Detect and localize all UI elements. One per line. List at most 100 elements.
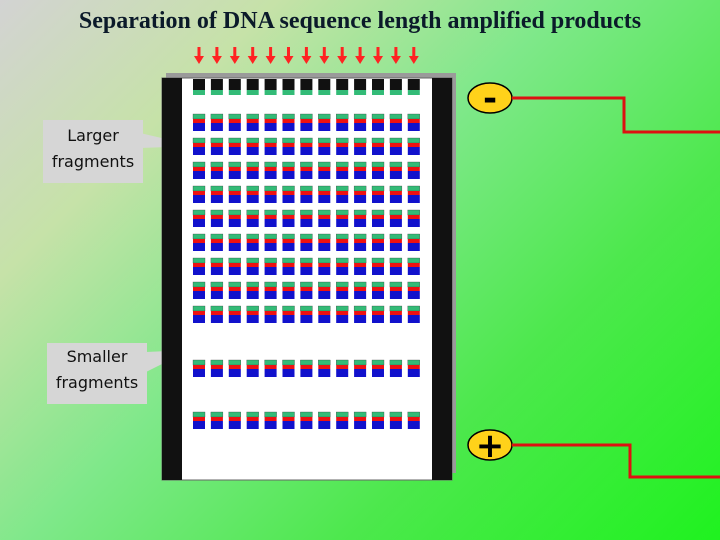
band-segment-middle <box>300 239 313 243</box>
band-segment-bottom <box>389 369 402 377</box>
band-segment-middle <box>372 263 384 267</box>
band-segment-middle <box>372 167 384 171</box>
band-segment-middle <box>300 311 313 315</box>
band-segment-middle <box>193 119 205 123</box>
band-segment-top <box>371 359 385 366</box>
band-segment-middle <box>407 143 420 147</box>
band-segment-bottom <box>264 123 277 131</box>
well-dye <box>210 90 223 95</box>
well <box>389 79 402 90</box>
band-segment-middle <box>300 365 313 369</box>
band-segment-middle <box>264 365 277 369</box>
band-segment-top <box>282 257 295 264</box>
band-segment-bottom <box>300 267 313 275</box>
loading-arrow-head <box>283 56 294 64</box>
band-segment-top <box>318 305 331 312</box>
band-segment-bottom <box>372 369 384 377</box>
loading-arrow-shaft <box>287 47 290 58</box>
band-segment-middle <box>300 191 313 195</box>
band-segment-middle <box>318 119 331 123</box>
band-segment-middle <box>264 263 277 267</box>
band-segment-bottom <box>372 243 384 251</box>
band-segment-bottom <box>389 421 402 429</box>
negative-sign: - <box>483 79 497 119</box>
band-segment-middle <box>318 167 331 171</box>
band-segment-top <box>264 359 277 366</box>
band-segment-bottom <box>354 315 367 323</box>
band-segment-top <box>192 233 206 240</box>
band-segment-top <box>300 411 313 418</box>
band-segment-middle <box>372 417 384 421</box>
band-segment-top <box>192 257 206 264</box>
band-segment-bottom <box>372 123 384 131</box>
band-segment-top <box>371 257 385 264</box>
band-segment-top <box>282 359 295 366</box>
band-segment-middle <box>354 239 367 243</box>
band-segment-middle <box>193 417 205 421</box>
band-segment-middle <box>210 287 223 291</box>
band-segment-bottom <box>336 369 349 377</box>
band-segment-top <box>282 113 295 120</box>
band-segment-middle <box>210 215 223 219</box>
band-segment-top <box>371 137 385 144</box>
band-segment-middle <box>228 239 241 243</box>
band-segment-top <box>300 113 313 120</box>
band-segment-bottom <box>372 315 384 323</box>
band-segment-bottom <box>318 243 331 251</box>
band-segment-middle <box>354 167 367 171</box>
band-segment-top <box>246 411 259 418</box>
band-segment-middle <box>372 191 384 195</box>
band-segment-middle <box>300 143 313 147</box>
band-segment-top <box>210 185 224 192</box>
band-segment-middle <box>282 365 295 369</box>
band-segment-middle <box>282 143 295 147</box>
band-segment-bottom <box>210 123 223 131</box>
band-segment-top <box>407 161 420 168</box>
loading-arrow-head <box>390 56 401 64</box>
band-segment-top <box>336 137 349 144</box>
band-segment-bottom <box>372 171 384 179</box>
band-segment-middle <box>336 215 349 219</box>
band-segment-top <box>228 185 241 192</box>
band-segment-middle <box>210 191 223 195</box>
band-segment-bottom <box>246 219 259 227</box>
band-segment-middle <box>354 417 367 421</box>
band-segment-top <box>318 209 331 216</box>
band-segment-middle <box>264 311 277 315</box>
band-segment-bottom <box>354 421 367 429</box>
band-segment-bottom <box>300 291 313 299</box>
loading-arrow-shaft <box>197 47 201 58</box>
band-segment-middle <box>318 143 331 147</box>
band-segment-top <box>407 305 420 312</box>
band-segment-bottom <box>389 243 402 251</box>
band-segment-middle <box>228 215 241 219</box>
band-segment-middle <box>300 287 313 291</box>
loading-arrow-head <box>211 56 222 64</box>
band-segment-bottom <box>389 195 402 203</box>
callout-smaller-line2: fragments <box>55 373 139 392</box>
band-segment-bottom <box>282 315 295 323</box>
band-segment-middle <box>336 263 349 267</box>
band-segment-middle <box>389 167 402 171</box>
band-segment-top <box>389 113 403 120</box>
band-segment-top <box>282 411 295 418</box>
band-segment-middle <box>228 167 241 171</box>
band-segment-middle <box>389 239 402 243</box>
band-segment-top <box>407 137 420 144</box>
band-segment-middle <box>282 311 295 315</box>
band-segment-bottom <box>228 421 241 429</box>
band-segment-bottom <box>318 267 331 275</box>
band-segment-middle <box>246 365 259 369</box>
band-segment-top <box>389 233 403 240</box>
band-segment-top <box>192 305 206 312</box>
band-segment-middle <box>228 417 241 421</box>
band-segment-top <box>210 161 224 168</box>
band-segment-bottom <box>210 291 223 299</box>
band-segment-bottom <box>264 315 277 323</box>
band-segment-top <box>389 161 403 168</box>
band-segment-top <box>300 305 313 312</box>
band-segment-bottom <box>228 315 241 323</box>
loading-arrow-shaft <box>412 47 416 58</box>
well-dye <box>318 90 331 95</box>
band-segment-bottom <box>354 267 367 275</box>
